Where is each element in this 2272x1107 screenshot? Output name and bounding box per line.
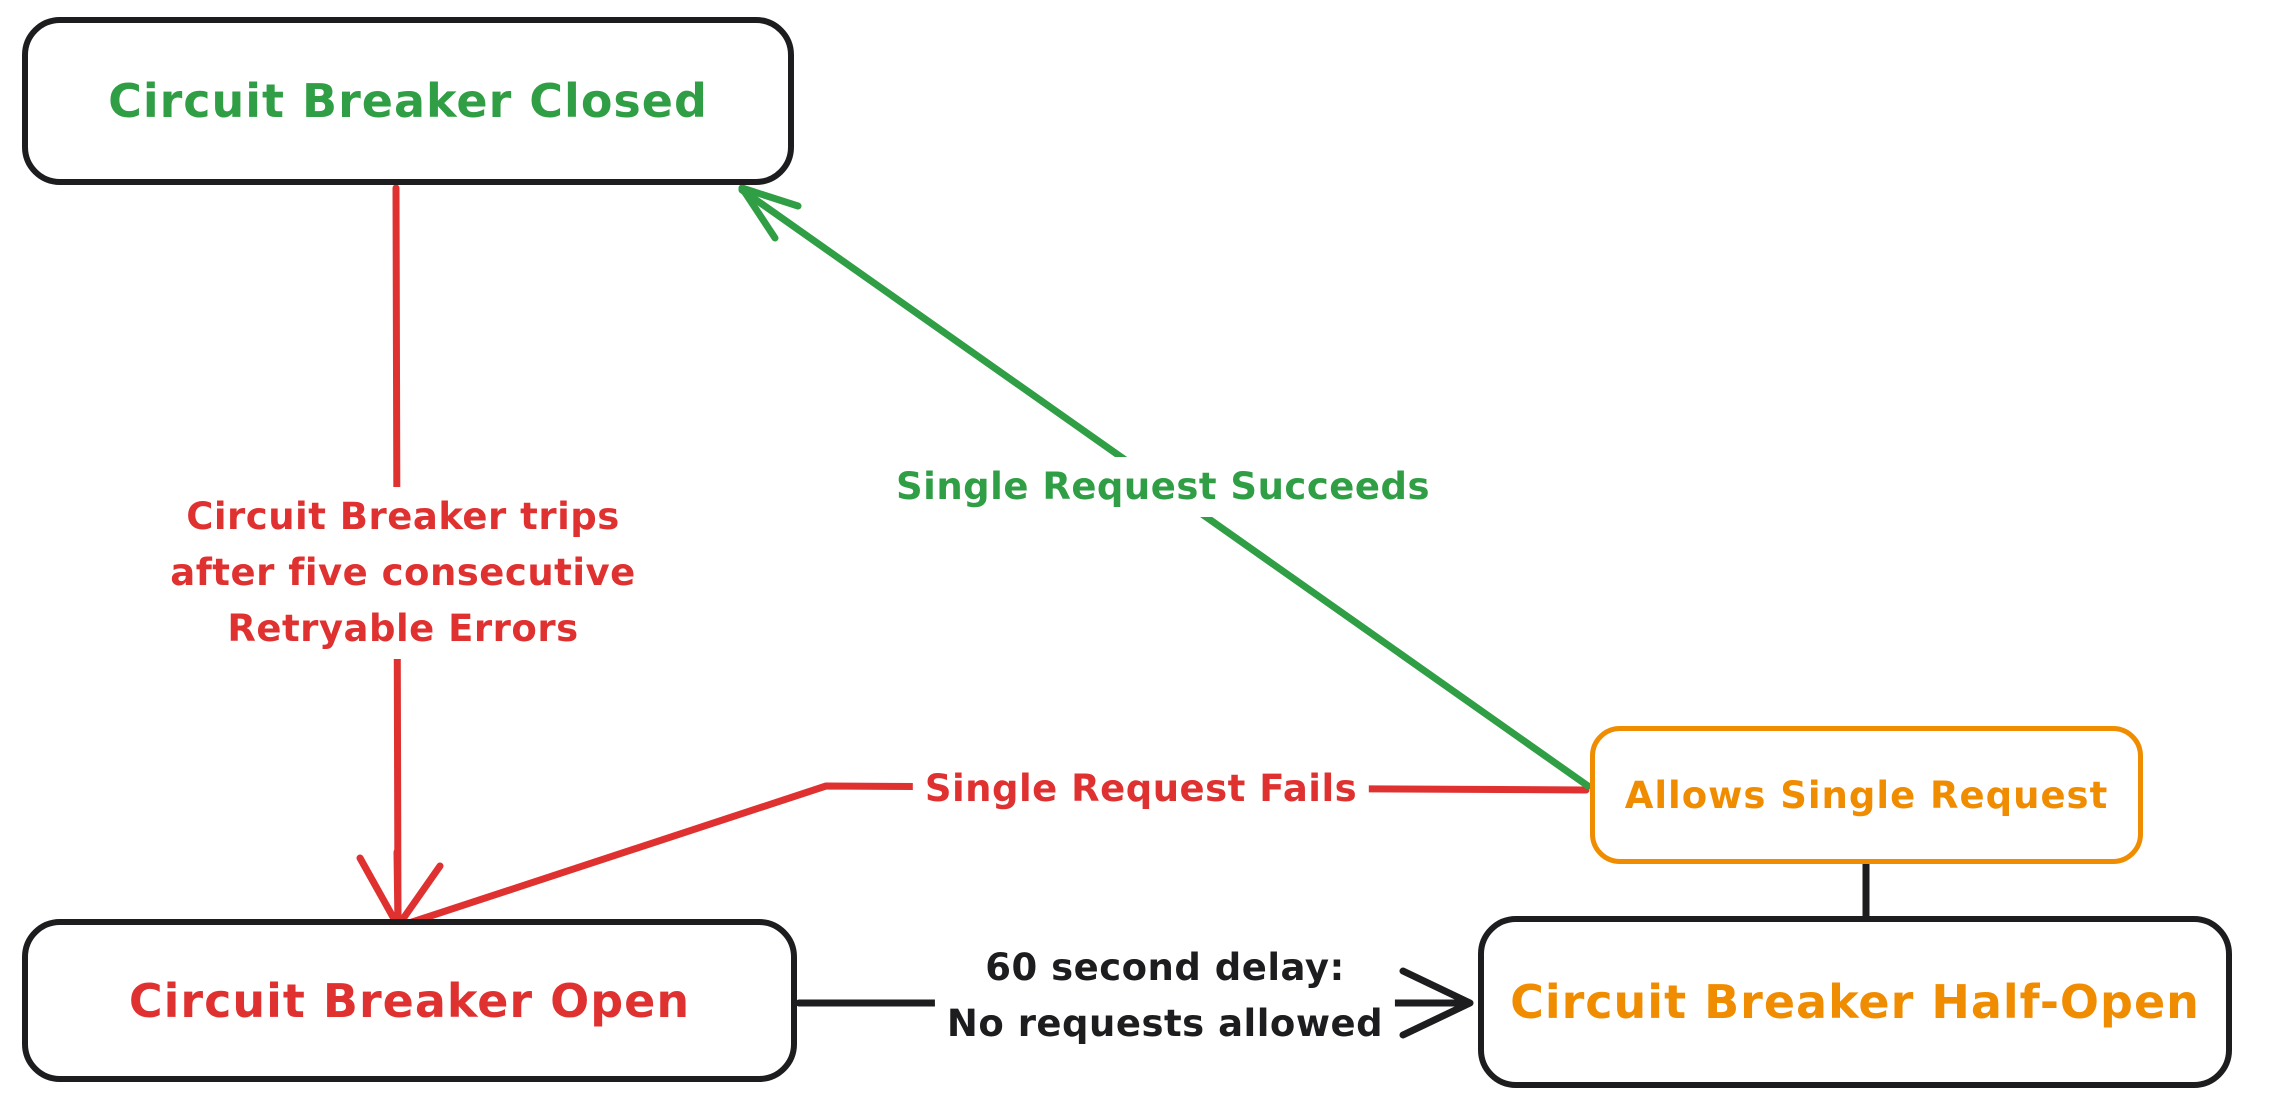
state-node-open: Circuit Breaker Open: [22, 919, 797, 1082]
edge-succeed-arrowhead-icon: [738, 184, 802, 242]
state-node-half-open: Circuit Breaker Half-Open: [1478, 916, 2232, 1088]
state-node-closed-label: Circuit Breaker Closed: [108, 74, 708, 128]
edge-label-fail: Single Request Fails: [912, 759, 1370, 819]
edge-delay-arrowhead-icon: [1399, 967, 1474, 1039]
state-node-allows-label: Allows Single Request: [1624, 773, 2109, 817]
edge-label-delay: 60 second delay: No requests allowed: [934, 938, 1396, 1054]
state-node-allows-single-request: Allows Single Request: [1590, 726, 2143, 864]
edge-label-succeed: Single Request Succeeds: [884, 457, 1442, 517]
edge-trip-arrowhead-icon: [356, 848, 444, 930]
edge-label-trip: Circuit Breaker trips after five consecu…: [158, 487, 648, 659]
state-node-half-open-label: Circuit Breaker Half-Open: [1510, 975, 2200, 1029]
state-node-open-label: Circuit Breaker Open: [128, 973, 691, 1028]
state-node-closed: Circuit Breaker Closed: [22, 17, 794, 185]
